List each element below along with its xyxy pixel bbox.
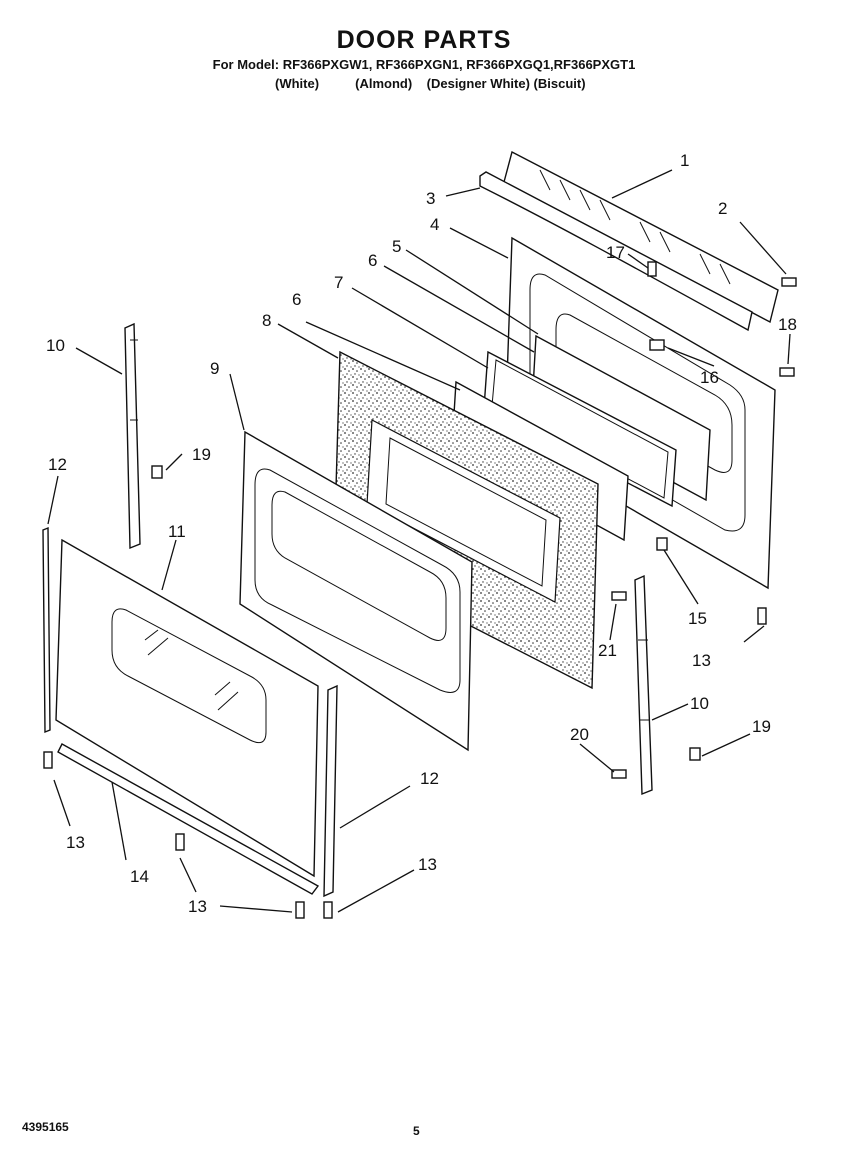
- callout-11: 11: [168, 522, 186, 541]
- callout-20: 20: [570, 725, 589, 744]
- callout-21: 21: [598, 641, 617, 660]
- callout-16: 16: [700, 368, 719, 387]
- screw-2: [781, 277, 797, 287]
- screw-13e: [757, 607, 767, 625]
- screw-13b: [175, 833, 185, 851]
- bracket-16: [649, 339, 665, 351]
- callout-13d: 13: [692, 651, 711, 670]
- callout-12b: 12: [420, 769, 439, 788]
- bottom-trim-14: [57, 743, 320, 895]
- callout-7: 7: [334, 273, 343, 292]
- clip-19-right: [689, 747, 701, 761]
- callout-6b: 6: [292, 290, 301, 309]
- callout-12a: 12: [48, 455, 67, 474]
- callout-19b: 19: [752, 717, 771, 736]
- screw-18: [779, 367, 795, 377]
- side-trim-right-12: [323, 684, 338, 898]
- screw-20: [611, 769, 627, 779]
- callout-10a: 10: [46, 336, 65, 355]
- page-title: DOOR PARTS: [336, 26, 512, 54]
- document-part-number: 4395165: [22, 1120, 69, 1134]
- model-colors: (White) (Almond) (Designer White) (Biscu…: [275, 76, 586, 91]
- callout-5: 5: [392, 237, 401, 256]
- callout-9: 9: [210, 359, 219, 378]
- callout-14: 14: [130, 867, 149, 886]
- vent-strip: [479, 171, 753, 332]
- callout-4: 4: [430, 215, 439, 234]
- vent-trim: [503, 150, 779, 324]
- callout-6a: 6: [368, 251, 377, 270]
- clip-15: [656, 537, 668, 551]
- screw-13a: [43, 751, 53, 769]
- page-number: 5: [413, 1124, 420, 1138]
- callout-3: 3: [426, 189, 435, 208]
- hinge-left-10: [124, 322, 141, 550]
- callout-13a: 13: [66, 833, 85, 852]
- window-pack-7: [483, 350, 677, 508]
- leader-lines: [47, 169, 791, 913]
- callout-8: 8: [262, 311, 271, 330]
- outer-glass-11: [55, 538, 319, 878]
- callout-13b: 13: [188, 897, 207, 916]
- screw-13d: [323, 901, 333, 919]
- insulation-8: [333, 350, 599, 690]
- callout-17: 17: [606, 243, 625, 262]
- callout-1: 1: [680, 151, 689, 170]
- callout-labels: 1 2 3 4 5 6 7 6 8 9 10 12 19 11 17 16 18…: [46, 151, 797, 916]
- side-trim-left-12: [42, 526, 51, 734]
- door-liner-9: [239, 430, 473, 752]
- hinge-right-10: [634, 574, 653, 796]
- callout-10b: 10: [690, 694, 709, 713]
- callout-13c: 13: [418, 855, 437, 874]
- screw-21: [611, 591, 627, 601]
- screw-17: [647, 261, 657, 277]
- screw-13c: [295, 901, 305, 919]
- callout-15: 15: [688, 609, 707, 628]
- callout-18: 18: [778, 315, 797, 334]
- callout-2: 2: [718, 199, 727, 218]
- clip-19-left: [151, 465, 163, 479]
- callout-19a: 19: [192, 445, 211, 464]
- model-list: For Model: RF366PXGW1, RF366PXGN1, RF366…: [212, 57, 636, 72]
